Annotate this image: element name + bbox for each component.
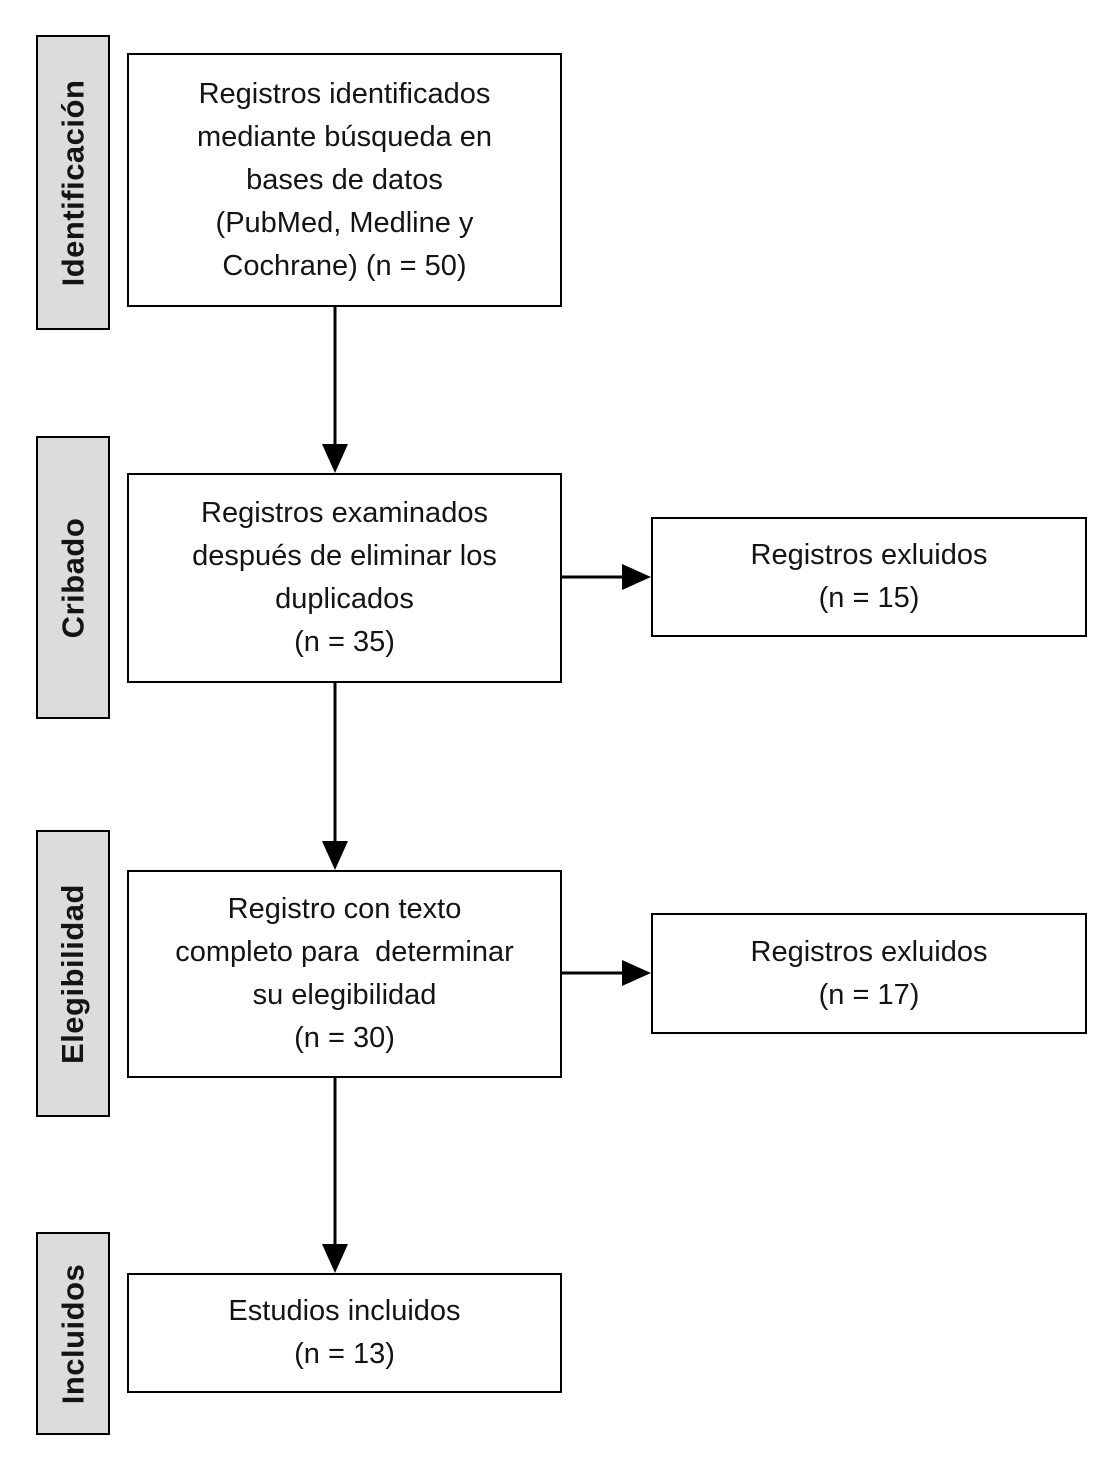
stage-label-text: Elegibilidad [55,883,90,1064]
box-records-excluded-eligibility: Registros exluidos (n = 17) [651,913,1087,1034]
arrow-eligibility-to-included [322,1078,348,1273]
box-records-excluded-screening: Registros exluidos (n = 15) [651,517,1087,637]
box-studies-included: Estudios incluidos (n = 13) [127,1273,562,1393]
stage-label-text: Identificación [55,79,90,286]
stage-label-identificacion: Identificación [36,35,110,330]
stage-label-incluidos: Incluidos [36,1232,110,1435]
box-records-screened: Registros examinados después de eliminar… [127,473,562,683]
arrow-eligibility-to-excluded [562,960,651,986]
stage-label-text: Cribado [55,517,90,638]
box-records-identified: Registros identificados mediante búsqued… [127,53,562,307]
arrow-screening-to-excluded [562,564,651,590]
stage-label-elegibilidad: Elegibilidad [36,830,110,1117]
stage-label-cribado: Cribado [36,436,110,719]
arrow-identification-to-screening [322,307,348,473]
arrow-screening-to-eligibility [322,683,348,870]
box-fulltext-assessed: Registro con texto completo para determi… [127,870,562,1078]
stage-label-text: Incluidos [55,1263,91,1404]
